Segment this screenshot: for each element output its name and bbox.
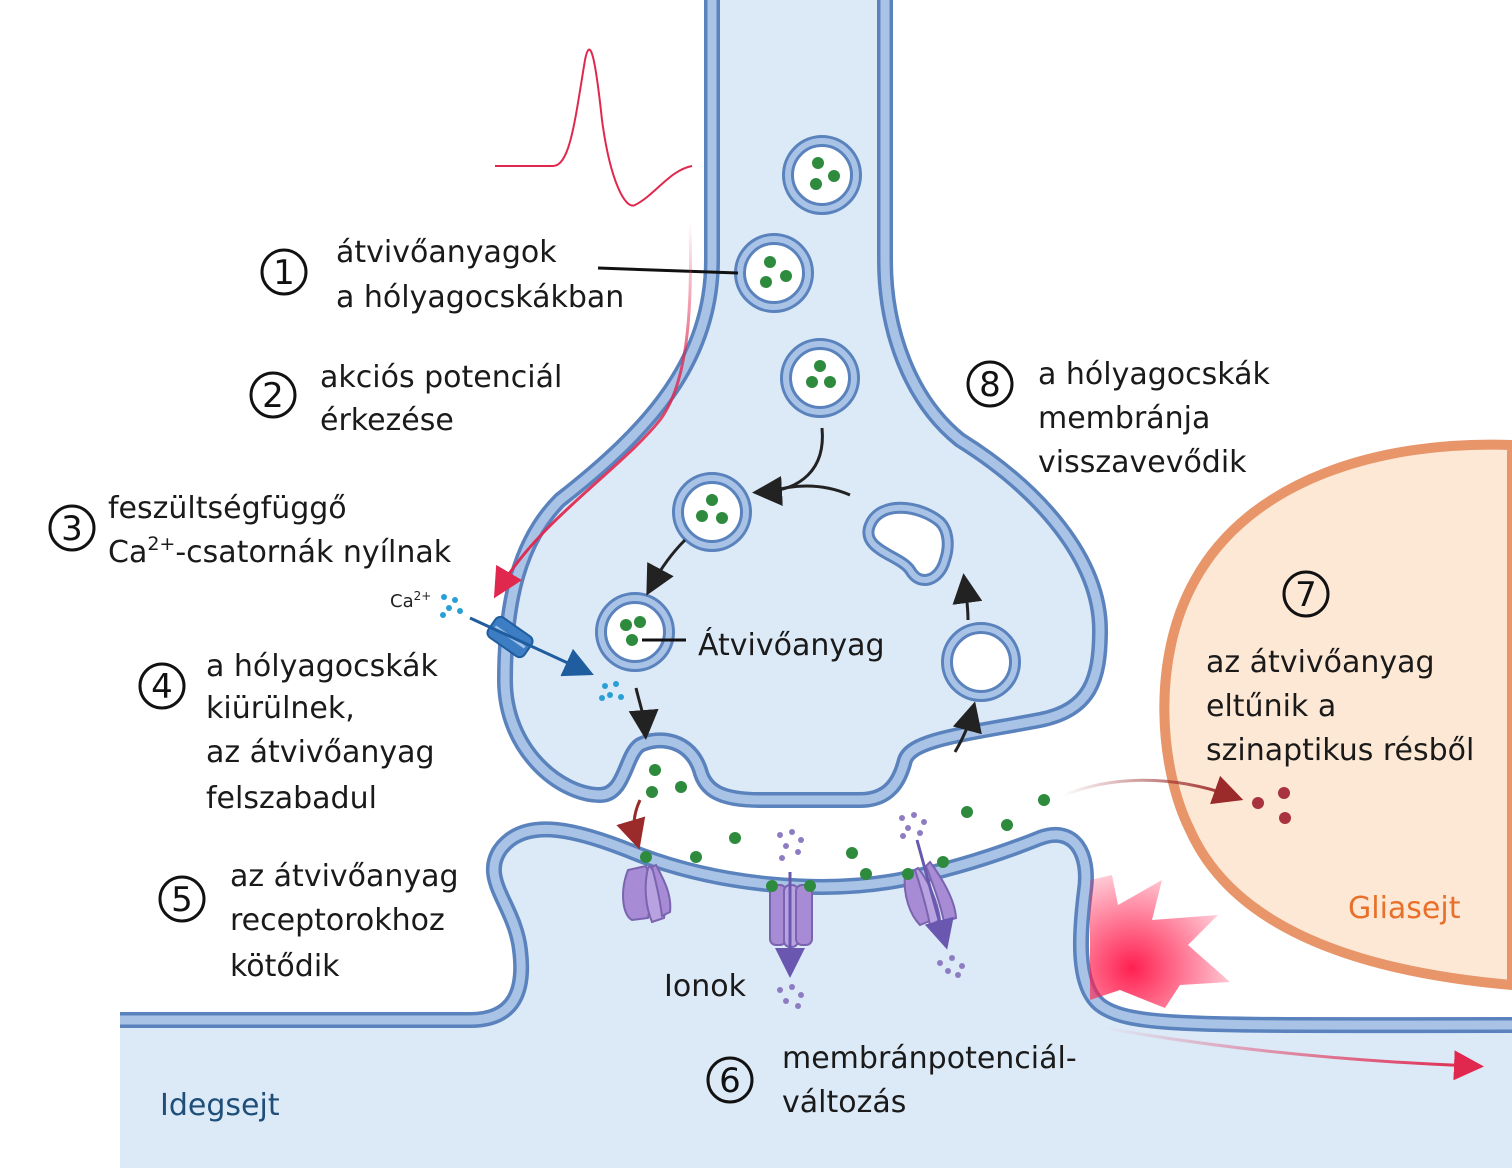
- calcium-charge: 2+: [414, 589, 432, 603]
- step-marker-8: 8: [966, 360, 1014, 408]
- step-4-line-4: felszabadul: [206, 781, 377, 816]
- removed-transmitter: [1252, 787, 1291, 824]
- neurotransmitter-label: Átvivőanyag: [698, 627, 885, 663]
- vesicle: [780, 338, 860, 418]
- svg-text:4: 4: [151, 667, 173, 707]
- step-7-line-1: az átvivőanyag: [1206, 645, 1435, 680]
- step-4-line-1: a hólyagocskák: [206, 649, 439, 684]
- step-5-line-1: az átvivőanyag: [230, 859, 459, 894]
- neuron-label: Idegsejt: [160, 1088, 280, 1123]
- calcium-label: Ca2+: [390, 589, 431, 612]
- neurotransmitter-molecules: [640, 764, 1050, 880]
- step-marker-1: 1: [260, 248, 308, 296]
- step-3-rest: -csatornák nyílnak: [175, 535, 451, 570]
- signal-arrow: [1104, 1026, 1484, 1081]
- cycle-arrow: [952, 701, 982, 753]
- svg-text:1: 1: [273, 253, 295, 293]
- step-6-line-1: membránpotenciál-: [782, 1041, 1077, 1076]
- step-4-line-2: kiürülnek,: [206, 691, 355, 726]
- step-8-line-2: membránja: [1038, 401, 1210, 436]
- step-marker-5: 5: [158, 875, 206, 923]
- svg-text:3: 3: [61, 509, 83, 549]
- postsynaptic-neuron: [120, 829, 1512, 1168]
- step-marker-3: 3: [48, 504, 96, 552]
- step-marker-6: 6: [706, 1056, 754, 1104]
- step-8-line-1: a hólyagocskák: [1038, 357, 1271, 392]
- glia-label: Gliasejt: [1348, 891, 1461, 926]
- svg-text:2: 2: [262, 376, 284, 416]
- glial-cell: [1159, 439, 1512, 991]
- receptor: [766, 880, 816, 948]
- step-2-line-2: érkezése: [320, 403, 454, 438]
- action-potential-trace: [495, 48, 693, 207]
- receptor: [622, 863, 672, 924]
- svg-text:5: 5: [171, 880, 193, 920]
- step-5-line-3: kötődik: [230, 949, 340, 984]
- step-3-ca: Ca: [108, 535, 147, 570]
- svg-text:6: 6: [719, 1061, 741, 1101]
- vesicle: [734, 233, 814, 313]
- action-potential-arrow: [493, 221, 693, 599]
- step-5-line-2: receptorokhoz: [230, 903, 445, 938]
- cycle-arrow: [646, 538, 687, 596]
- step-3-line-2: Ca2+-csatornák nyílnak: [108, 533, 452, 570]
- step-3-line-1: feszültségfüggő: [108, 491, 347, 526]
- step-7-line-3: szinaptikus résből: [1206, 733, 1474, 768]
- calcium-symbol: Ca: [390, 591, 414, 612]
- binding-arrow: [616, 799, 646, 850]
- step-1-line-2: a hólyagocskákban: [336, 280, 624, 315]
- signal-burst: [1090, 875, 1230, 1008]
- step-1-line-1: átvivőanyagok: [336, 235, 557, 270]
- step-6-line-2: változás: [782, 1085, 906, 1120]
- step-7-line-2: eltűnik a: [1206, 689, 1336, 724]
- uptake-arrow: [1061, 775, 1244, 805]
- step-8-line-3: visszavevődik: [1038, 445, 1247, 480]
- calcium-ions: [440, 594, 624, 701]
- vesicle: [595, 592, 675, 672]
- pointer-line: [597, 266, 739, 275]
- vesicle: [782, 135, 862, 215]
- cycle-arrow: [952, 573, 983, 621]
- calcium-arrow: [469, 616, 594, 677]
- ion-arrow: [915, 839, 954, 950]
- step-marker-7: 7: [1282, 570, 1330, 618]
- step-marker-2: 2: [249, 371, 297, 419]
- svg-text:7: 7: [1295, 575, 1317, 615]
- vesicle: [672, 472, 752, 552]
- step-marker-4: 4: [138, 662, 186, 710]
- cycle-arrow: [769, 484, 851, 497]
- recycling-membrane: [862, 501, 954, 586]
- step-3-superscript: 2+: [147, 533, 175, 555]
- step-4-line-3: az átvivőanyag: [206, 735, 435, 770]
- empty-vesicle: [941, 622, 1021, 702]
- ion-particles: [777, 812, 965, 1009]
- cycle-arrow: [628, 687, 659, 740]
- svg-text:8: 8: [979, 365, 1001, 405]
- step-2-line-1: akciós potenciál: [320, 360, 562, 395]
- ions-label: Ionok: [664, 969, 747, 1004]
